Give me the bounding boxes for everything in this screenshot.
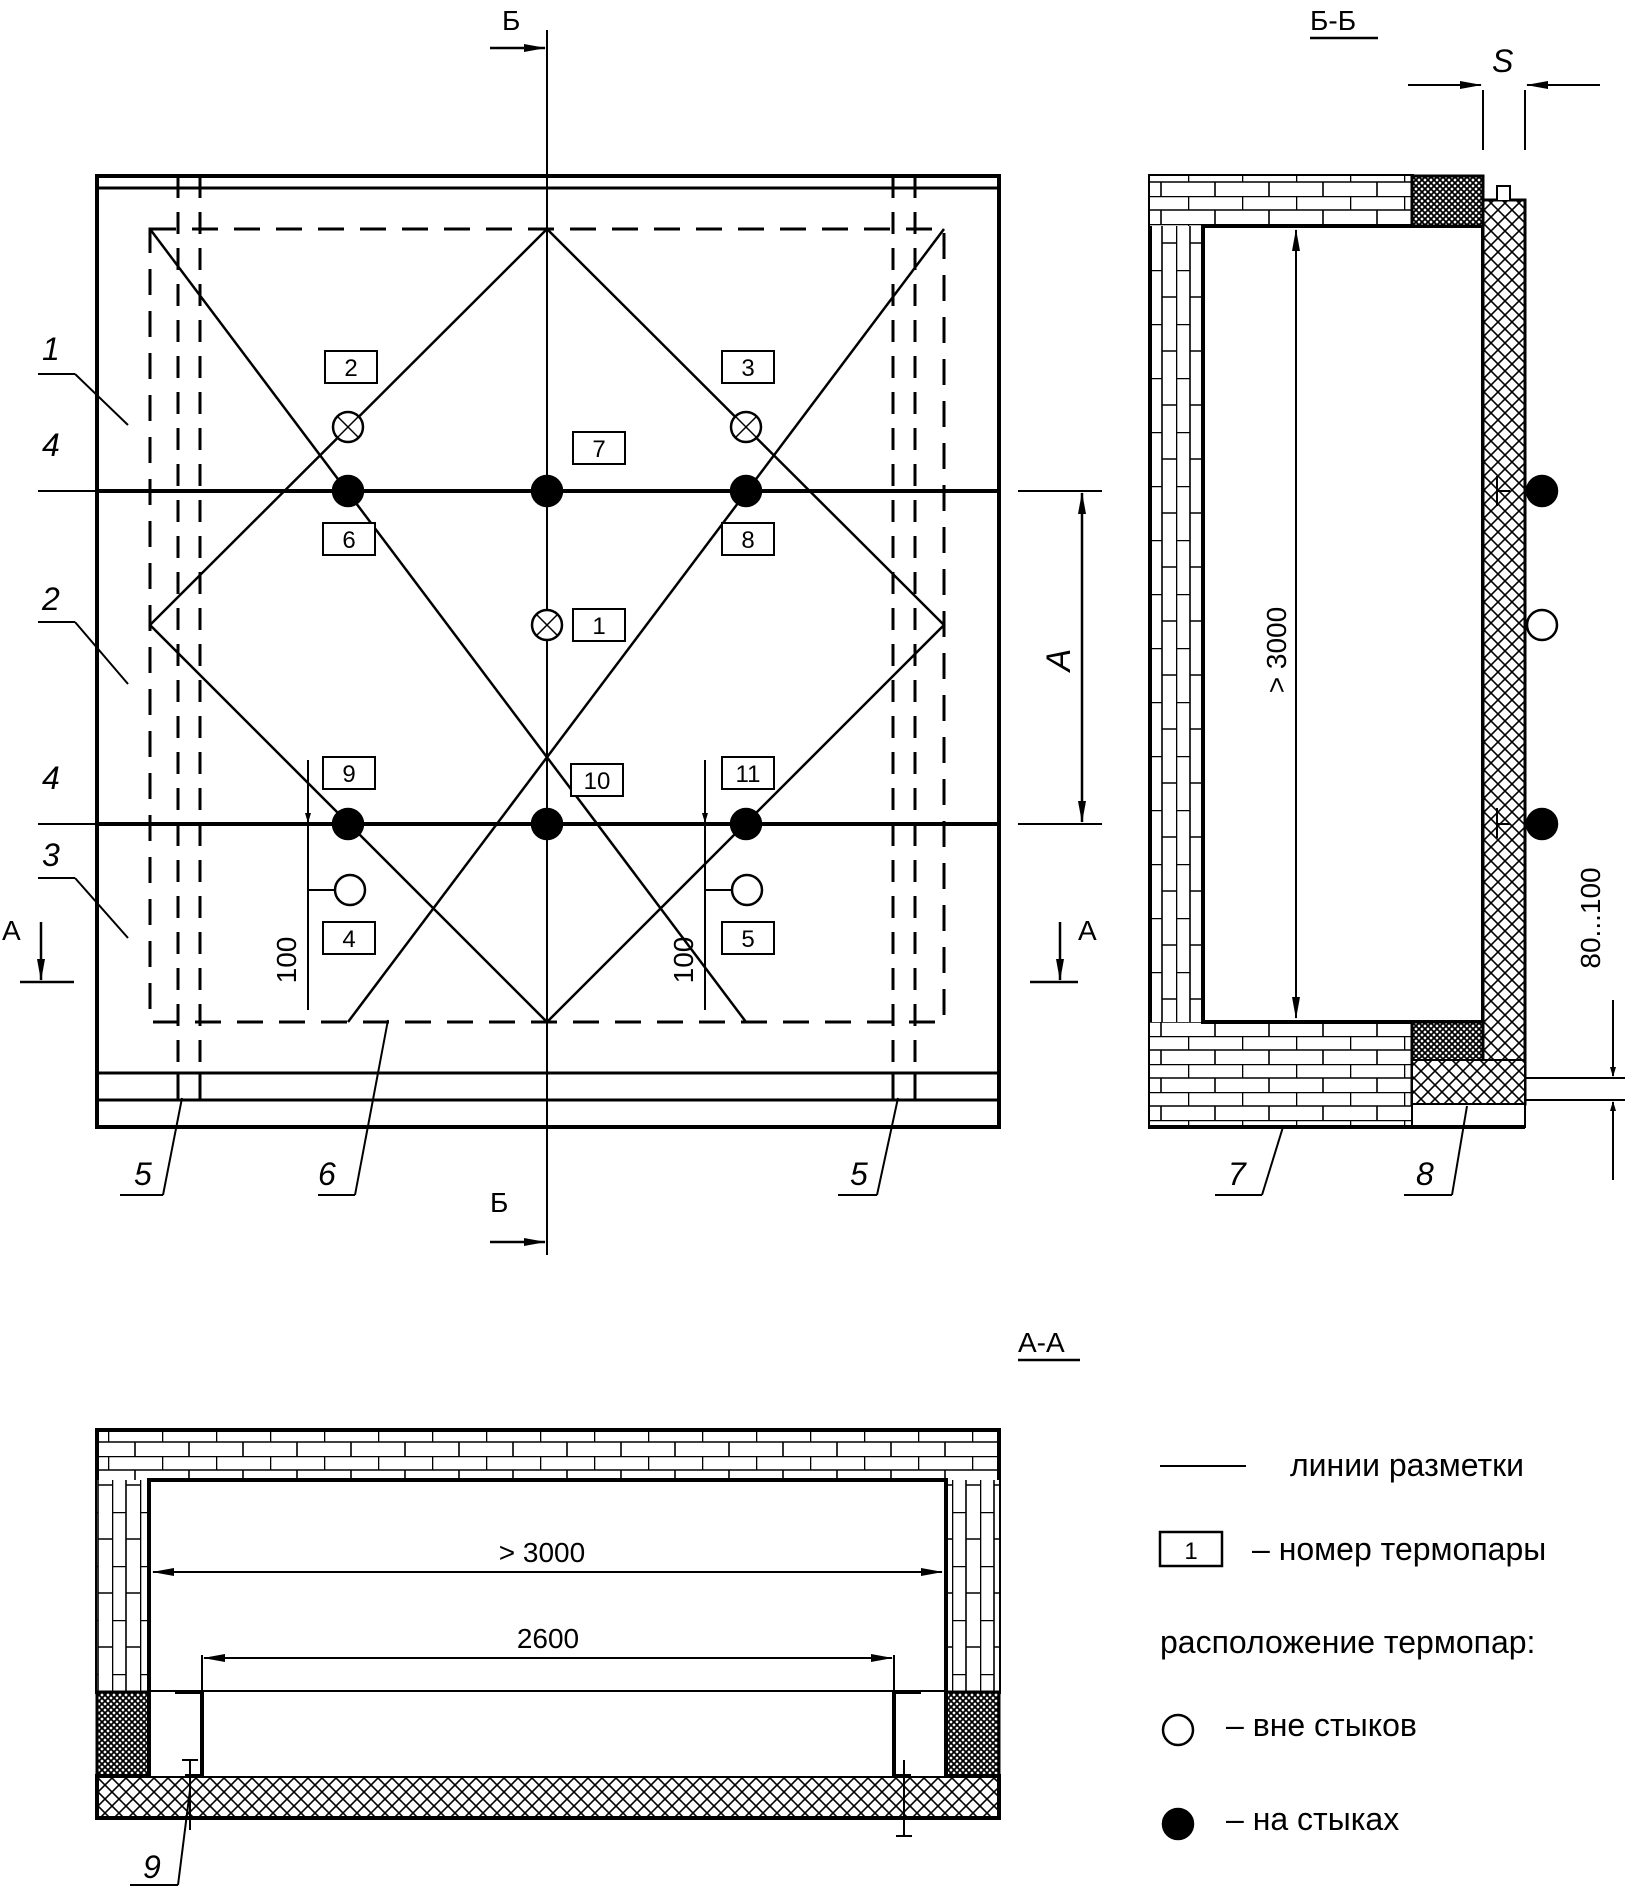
section-bb	[1148, 174, 1527, 1129]
section-aa-title: А-А	[1018, 1327, 1065, 1358]
section-bb-seal-top	[1410, 174, 1485, 228]
legend-outside-joint-label: – вне стыков	[1226, 1707, 1417, 1743]
tc-label-8: 8	[741, 527, 754, 554]
section-aa-panel	[95, 1774, 1001, 1820]
svg-text:8: 8	[1416, 1156, 1434, 1192]
tc-label-10: 10	[584, 768, 611, 795]
legend-on-joint-label: – на стыках	[1226, 1801, 1399, 1837]
legend-number-label: – номер термопары	[1252, 1531, 1546, 1567]
section-aa-wall-left	[97, 1480, 149, 1692]
front-callout-numbers: 1 4 2 4 3 5 6 5	[41, 331, 868, 1192]
legend-on-joint-icon	[1161, 1807, 1195, 1841]
legend: линии разметки 1 – номер термопары распо…	[1158, 1447, 1546, 1841]
section-mark-bb-bottom: Б	[490, 1187, 546, 1246]
dimension-width-3000: > 3000	[152, 1537, 943, 1576]
section-bb-panel	[1481, 198, 1527, 1106]
thermocouple-markers	[331, 410, 764, 907]
section-bb-wall-bottom	[1150, 1022, 1412, 1127]
svg-text:5: 5	[134, 1156, 152, 1192]
svg-text:6: 6	[318, 1156, 336, 1192]
tc-label-11: 11	[736, 761, 761, 788]
dimension-100-right: 100	[668, 760, 735, 1010]
frame-profile-left	[175, 1690, 204, 1778]
front-view	[95, 30, 1001, 1255]
section-bb-callouts	[1215, 1105, 1468, 1196]
section-bb-thermocouples	[1525, 474, 1559, 841]
svg-text:2600: 2600	[517, 1623, 579, 1654]
svg-text:А: А	[2, 915, 21, 946]
svg-text:> 3000: > 3000	[499, 1537, 585, 1568]
tc-label-4: 4	[342, 926, 355, 953]
svg-text:А: А	[1078, 915, 1097, 946]
section-aa-seal-right	[944, 1690, 1001, 1778]
svg-text:100: 100	[668, 937, 699, 984]
svg-text:A: A	[1040, 649, 1078, 674]
svg-text:1: 1	[1184, 1538, 1197, 1565]
tc-label-1: 1	[592, 613, 605, 640]
svg-text:S: S	[1492, 43, 1513, 79]
frame-posts	[176, 176, 917, 1073]
tc-label-2: 2	[344, 355, 357, 382]
section-bb-panel-base	[1411, 1059, 1526, 1105]
section-aa-seal-left	[95, 1690, 151, 1778]
thermocouple-outside-joint	[333, 873, 367, 907]
thermocouple-outside-joint	[730, 873, 764, 907]
thermocouple-outside-joint	[1525, 608, 1559, 642]
svg-text:9: 9	[143, 1849, 161, 1885]
marking-lines	[149, 227, 946, 1024]
section-mark-bb-top: Б	[490, 5, 546, 52]
svg-text:> 3000: > 3000	[1261, 607, 1292, 693]
thermocouple-on-joint	[331, 474, 365, 508]
thermocouple-on-joint	[1525, 474, 1559, 508]
thermocouple-numbers: 2 3 7 6 8 1 9 10 11 4 5	[342, 355, 760, 953]
dimension-s: S	[1408, 43, 1600, 150]
svg-text:Б: Б	[490, 1187, 508, 1218]
thermocouple-outside-joint	[530, 608, 564, 642]
svg-text:2: 2	[41, 581, 60, 617]
frame-profile-right	[892, 1690, 921, 1778]
legend-outside-joint-icon	[1161, 1713, 1195, 1747]
thermocouple-on-joint	[331, 807, 365, 841]
section-aa-opening	[147, 1478, 948, 1694]
front-callouts	[38, 373, 899, 1196]
legend-placement-title: расположение термопар:	[1160, 1624, 1535, 1660]
svg-text:Б: Б	[502, 5, 520, 36]
dimension-a: A	[1018, 490, 1102, 825]
svg-text:80...100: 80...100	[1575, 867, 1606, 968]
thermocouple-on-joint	[530, 807, 564, 841]
thermocouple-on-joint	[729, 807, 763, 841]
dimension-80-100: 80...100	[1525, 867, 1625, 1180]
section-bb-title: Б-Б	[1310, 5, 1356, 36]
tc-label-6: 6	[342, 527, 355, 554]
tc-label-9: 9	[342, 761, 355, 788]
legend-number-box	[1158, 1530, 1224, 1568]
dimension-height-3000: > 3000	[1261, 229, 1300, 1019]
thermocouple-on-joint	[729, 474, 763, 508]
thermocouple-labels	[322, 350, 775, 955]
svg-text:5: 5	[850, 1156, 868, 1192]
section-bb-wall-top	[1150, 176, 1412, 226]
thermocouple-on-joint	[530, 474, 564, 508]
dimension-2600: 2600	[201, 1623, 895, 1692]
dimension-100-left: 100	[271, 760, 338, 1010]
svg-text:1: 1	[42, 331, 60, 367]
section-bb-opening	[1201, 224, 1485, 1024]
section-aa-callout	[130, 1789, 191, 1886]
tc-label-3: 3	[741, 355, 754, 382]
thermocouple-outside-joint	[729, 410, 763, 444]
legend-marking-line-label: линии разметки	[1290, 1447, 1524, 1483]
thermocouple-outside-joint	[331, 410, 365, 444]
tc-label-7: 7	[592, 436, 605, 463]
svg-text:100: 100	[271, 937, 302, 984]
thermocouple-on-joint	[1525, 807, 1559, 841]
svg-text:4: 4	[42, 760, 60, 796]
section-mark-aa-right: А	[1030, 915, 1097, 984]
svg-text:3: 3	[42, 837, 60, 873]
tc-label-5: 5	[741, 926, 754, 953]
section-aa-wall-right	[946, 1480, 999, 1692]
svg-text:4: 4	[42, 427, 60, 463]
svg-text:7: 7	[1228, 1156, 1247, 1192]
section-mark-aa-left: А	[2, 915, 74, 984]
